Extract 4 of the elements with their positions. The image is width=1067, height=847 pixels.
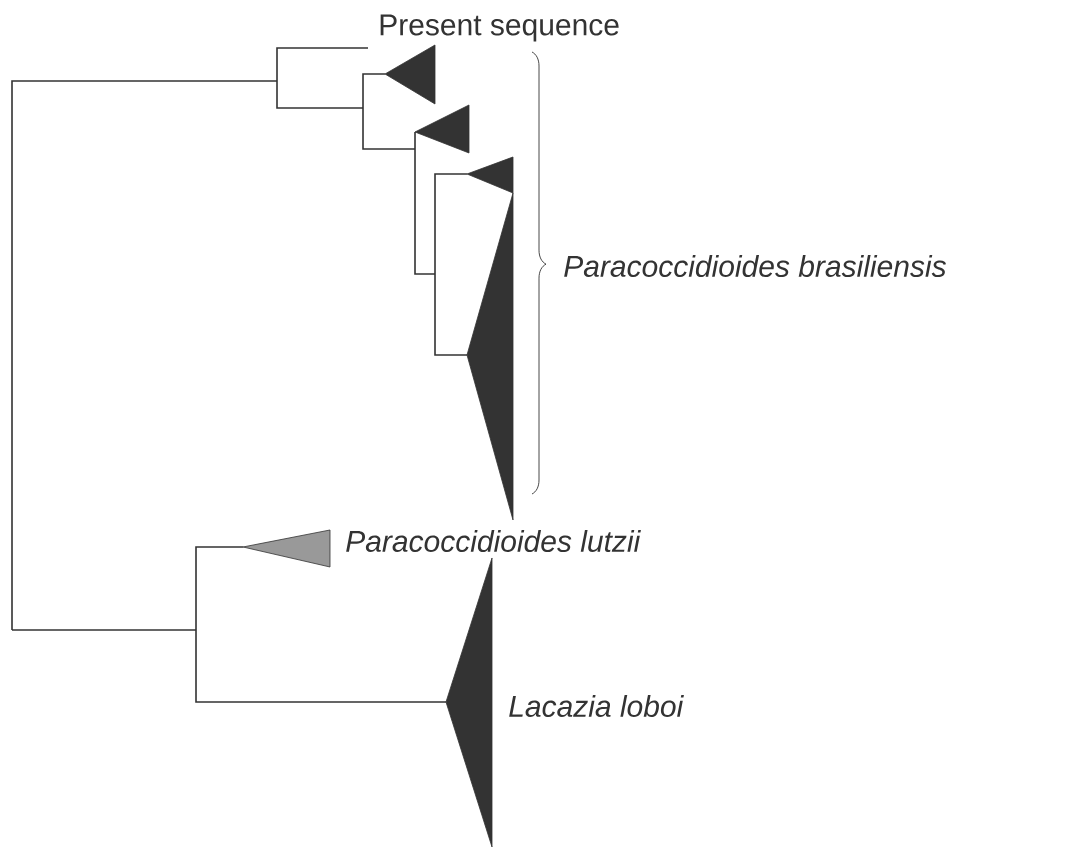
species-label: Lacazia loboi [509,695,684,717]
species-label: Paracoccidioides lutzii [346,530,641,553]
species-label: Paracoccidioides brasiliensis [564,254,946,277]
present-sequence-label: Present sequence [380,14,619,42]
